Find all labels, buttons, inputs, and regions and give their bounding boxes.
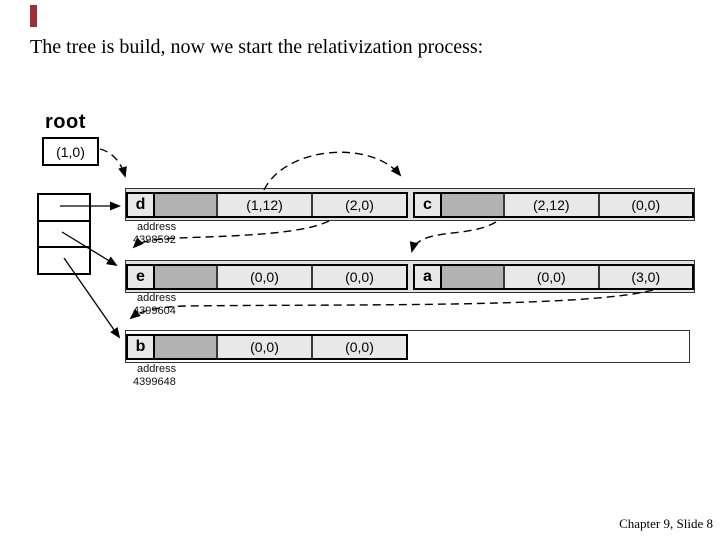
address-value: 4399604: [133, 305, 176, 317]
address-label: address: [137, 292, 177, 304]
record-c: c (2,12) (0,0): [413, 192, 694, 218]
record-c-field-1: (2,12): [505, 194, 600, 216]
record-a: a (0,0) (3,0): [413, 264, 694, 290]
record-d-field-2: (2,0): [313, 194, 406, 216]
dashed-arrow-d-to-c: [263, 151, 402, 191]
record-e: e (0,0) (0,0): [126, 264, 408, 290]
memory-line-2: e (0,0) (0,0) a (0,0) (3,0): [125, 260, 695, 293]
record-b-pointer-cell: [155, 336, 218, 358]
memory-line-3: b (0,0) (0,0): [125, 330, 690, 363]
record-e-field-2: (0,0): [313, 266, 406, 288]
record-b-name: b: [128, 336, 155, 358]
record-d-pointer-cell: [155, 194, 218, 216]
record-e-name: e: [128, 266, 155, 288]
record-b-field-2: (0,0): [313, 336, 406, 358]
record-d-field-1: (1,12): [218, 194, 313, 216]
record-b: b (0,0) (0,0): [126, 334, 408, 360]
pointer-stack-cell-3: [39, 248, 89, 273]
dashed-arrow-c-to-a: [409, 221, 497, 253]
slide-title: The tree is build, now we start the rela…: [30, 36, 484, 58]
record-a-field-1: (0,0): [505, 266, 600, 288]
dashed-arrow-root-to-d: [99, 148, 127, 178]
address-line-1: address 4398592: [133, 221, 176, 247]
record-a-field-2: (3,0): [599, 266, 692, 288]
address-line-3: address 4399648: [133, 363, 176, 389]
record-a-name: a: [415, 266, 442, 288]
address-label: address: [137, 363, 177, 375]
record-c-pointer-cell: [442, 194, 505, 216]
record-e-field-1: (0,0): [218, 266, 313, 288]
address-value: 4398592: [133, 234, 176, 246]
address-line-2: address 4399604: [133, 292, 176, 318]
record-c-field-2: (0,0): [599, 194, 692, 216]
pointer-stack-cell-2: [39, 222, 89, 249]
record-d: d (1,12) (2,0): [126, 192, 408, 218]
address-value: 4399648: [133, 376, 176, 388]
record-c-name: c: [415, 194, 442, 216]
pointer-stack: [37, 193, 91, 275]
record-a-pointer-cell: [442, 266, 505, 288]
root-label: root: [45, 111, 86, 133]
memory-line-1: d (1,12) (2,0) c (2,12) (0,0): [125, 188, 695, 221]
address-label: address: [137, 221, 177, 233]
root-pointer-value: (1,0): [56, 143, 85, 160]
record-d-name: d: [128, 194, 155, 216]
dashed-arrow-a-to-b: [129, 289, 654, 320]
pointer-stack-cell-1: [39, 195, 89, 222]
slide-footer: Chapter 9, Slide 8: [619, 516, 713, 531]
slide-corner-marker: [30, 5, 37, 27]
record-e-pointer-cell: [155, 266, 218, 288]
record-b-field-1: (0,0): [218, 336, 313, 358]
root-pointer-box: (1,0): [42, 137, 99, 166]
